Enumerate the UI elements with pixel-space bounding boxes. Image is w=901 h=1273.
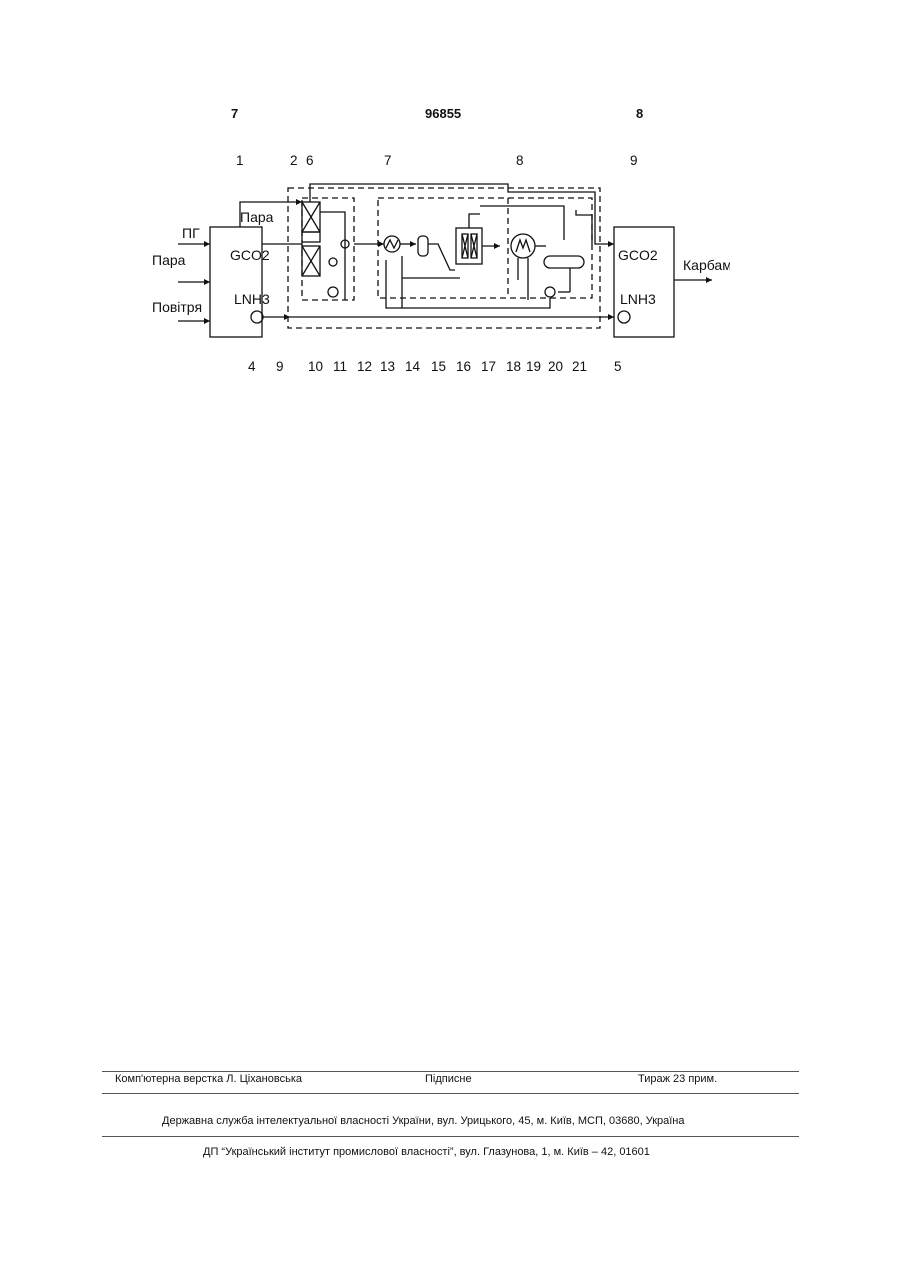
ref-number-bottom-5: 5 <box>614 359 622 374</box>
block-right-gco2: GCO2 <box>618 247 658 263</box>
footer-circulation: Тираж 23 прим. <box>638 1073 717 1085</box>
ref-number-bottom-17: 17 <box>481 359 496 374</box>
footer-signed: Підписне <box>425 1073 472 1085</box>
input-label-steam: Пара <box>152 252 186 268</box>
block-left-gco2: GCO2 <box>230 247 270 263</box>
footer-agency: Державна служба інтелектуальної власност… <box>162 1115 685 1127</box>
ref-number-bottom-13: 13 <box>380 359 395 374</box>
page-number-left: 7 <box>231 106 238 121</box>
input-label-air: Повітря <box>152 299 202 315</box>
ref-number-bottom-14: 14 <box>405 359 421 374</box>
block-right-lnh3: LNH3 <box>620 291 656 307</box>
steam-out-label: Пара <box>240 209 274 225</box>
pump-11 <box>328 287 338 297</box>
ref-number-top-6: 6 <box>306 153 314 168</box>
footer-institute: ДП “Український інститут промислової вла… <box>203 1146 650 1158</box>
block-left-lnh3: LNH3 <box>234 291 270 307</box>
separator-15 <box>418 236 428 256</box>
footer-rule-middle <box>102 1093 799 1094</box>
ref-number-bottom-11: 11 <box>333 359 347 374</box>
ref-number-top-7: 7 <box>384 153 392 168</box>
ref-number-top-2: 2 <box>290 153 298 168</box>
reactor-17 <box>456 228 482 264</box>
process-diagram: ПГ Пара Повітря Пара GCO2 LNH3 GCO2 LNH3… <box>130 140 730 380</box>
ref-number-bottom-20: 20 <box>548 359 563 374</box>
patent-number: 96855 <box>425 106 461 121</box>
tank-21 <box>544 256 584 268</box>
ref-number-bottom-15: 15 <box>431 359 446 374</box>
input-label-pg: ПГ <box>182 225 200 241</box>
ref-number-bottom-19: 19 <box>526 359 541 374</box>
ref-number-bottom-9: 9 <box>276 359 284 374</box>
ref-number-bottom-21: 21 <box>572 359 587 374</box>
product-label: Карбамід <box>683 257 730 273</box>
ref-number-bottom-10: 10 <box>308 359 323 374</box>
pump-20 <box>545 287 555 297</box>
page-number-right: 8 <box>636 106 643 121</box>
ref-number-bottom-16: 16 <box>456 359 471 374</box>
ref-number-bottom-12: 12 <box>357 359 372 374</box>
block-right <box>614 227 674 337</box>
footer-rule-bottom <box>102 1136 799 1137</box>
ref-number-top-9: 9 <box>630 153 638 168</box>
footer-rule-top <box>102 1071 799 1072</box>
compressor-4 <box>251 311 263 323</box>
ref-number-top-8: 8 <box>516 153 524 168</box>
ref-number-top-1: 1 <box>236 153 244 168</box>
ref-number-bottom-18: 18 <box>506 359 521 374</box>
heat-exchanger-18 <box>511 234 535 258</box>
ref-number-bottom-4: 4 <box>248 359 256 374</box>
footer-credit: Комп'ютерна верстка Л. Ціхановська <box>115 1073 302 1085</box>
block-left <box>210 227 262 337</box>
device-12 <box>329 258 337 266</box>
compressor-5 <box>618 311 630 323</box>
